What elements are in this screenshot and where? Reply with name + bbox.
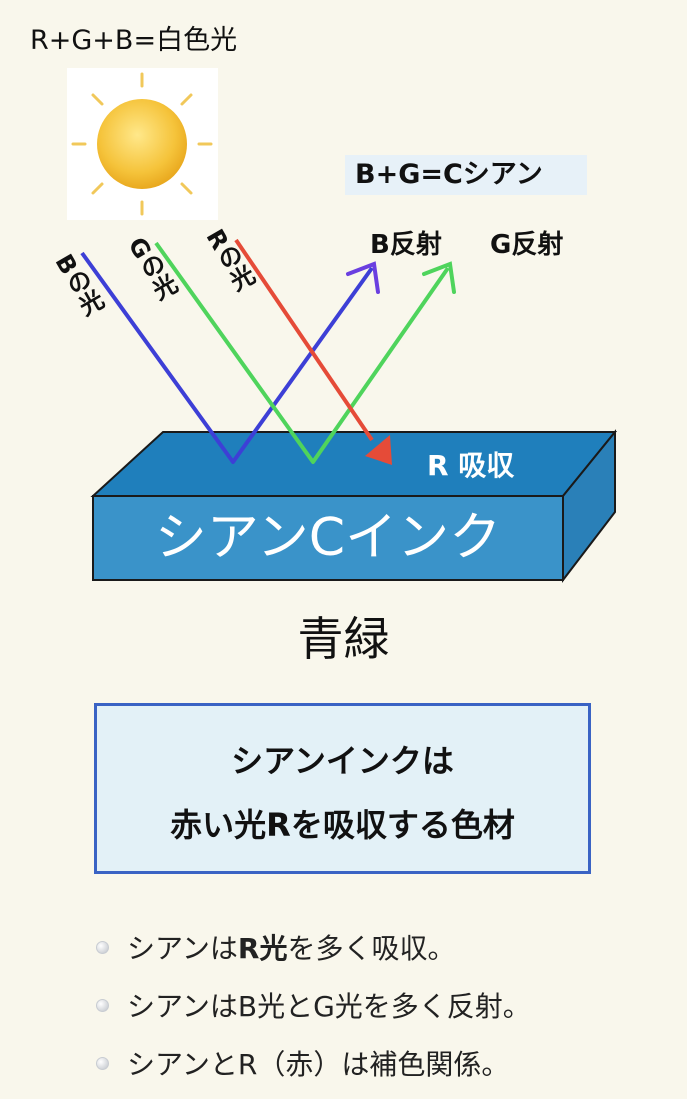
info-line-1: シアンインクは <box>231 742 454 780</box>
green-light-ray <box>154 241 450 464</box>
cyan-formula-label: B+G=Cシアン <box>345 155 587 195</box>
formula-text: R+G+B=白色光 <box>30 25 238 56</box>
color-name: 青緑 <box>297 612 390 666</box>
r-absorption-label: R 吸収 <box>427 449 515 482</box>
bullet-text: シアンはB光とG光を多く反射。 <box>127 990 531 1023</box>
bullet-list: シアンはR光を多く吸収。 シアンはB光とG光を多く反射。 シアンとR（赤）は補色… <box>96 918 531 1092</box>
bullet-dot-icon <box>96 998 109 1012</box>
g-reflection-label: G反射 <box>490 230 564 260</box>
bullet-dot-icon <box>96 940 109 954</box>
blue-light-ray <box>80 251 374 464</box>
bullet-item: シアンとR（赤）は補色関係。 <box>96 1034 531 1092</box>
ink-block-top <box>90 431 618 497</box>
info-line-2: 赤い光Rを吸収する色材 <box>170 806 515 844</box>
green-arrow-head <box>422 261 456 294</box>
blue-arrow-head <box>346 261 380 294</box>
bullet-text: シアンはR光を多く吸収。 <box>127 932 456 965</box>
diagram-canvas <box>80 238 618 583</box>
red-arrow-head <box>365 435 392 465</box>
cyan-ink-label: シアンCインク <box>154 508 502 568</box>
b-reflection-label: B反射 <box>370 230 442 260</box>
sun-panel <box>67 68 218 220</box>
info-box: シアンインクは 赤い光Rを吸収する色材 <box>94 703 591 874</box>
bullet-item: シアンはB光とG光を多く反射。 <box>96 976 531 1034</box>
bullet-item: シアンはR光を多く吸収。 <box>96 918 531 976</box>
bullet-dot-icon <box>96 1056 109 1070</box>
ink-block-front <box>92 495 564 581</box>
bullet-text: シアンとR（赤）は補色関係。 <box>127 1048 510 1081</box>
red-light-ray <box>234 238 374 442</box>
sun-icon <box>71 72 213 216</box>
